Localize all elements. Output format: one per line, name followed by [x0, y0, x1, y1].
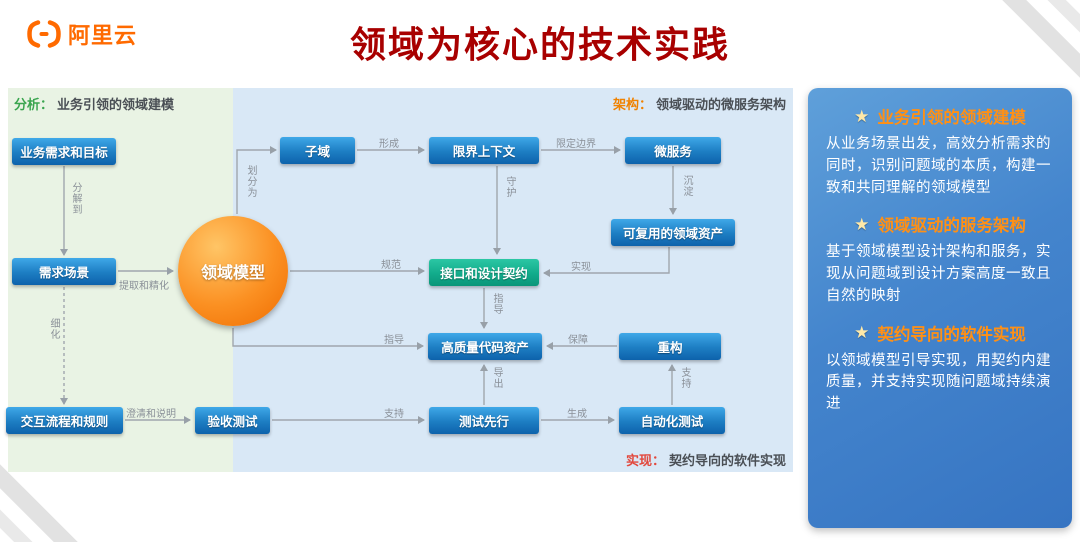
node-reusable-assets: 可复用的领域资产 [611, 219, 735, 246]
node-contract: 接口和设计契约 [429, 259, 539, 286]
node-requirement-scenarios: 需求场景 [12, 258, 116, 285]
node-acceptance-test: 验收测试 [195, 407, 270, 434]
section-name: 契约导向的软件实现 [668, 453, 786, 468]
edge-label-bound: 限定边界 [556, 139, 596, 150]
edge-label-derive: 导出 [491, 367, 502, 389]
edge-label-guide-model: 指导 [384, 335, 404, 346]
star-icon: ★ [854, 323, 870, 342]
section-label-analysis: 分析：业务引领的领域建模 [14, 94, 174, 113]
panel-item-title: 领域驱动的服务架构 [877, 217, 1026, 236]
edge-label-form: 形成 [379, 139, 399, 150]
edge-label-guide-contract: 指导 [491, 293, 502, 315]
edge-label-implement: 实现 [571, 262, 591, 273]
node-bounded-context: 限界上下文 [429, 137, 539, 164]
edge-label-clarify: 澄清和说明 [126, 409, 176, 420]
edge-label-guard: 守护 [504, 176, 515, 198]
panel-item-analysis: ★ 业务引领的领域建模 从业务场景出发，高效分析需求的同时，识别问题域的本质，构… [826, 104, 1054, 199]
node-automated-test: 自动化测试 [619, 407, 725, 434]
summary-panel: ★ 业务引领的领域建模 从业务场景出发，高效分析需求的同时，识别问题域的本质，构… [808, 88, 1072, 528]
logo-text: 阿里云 [68, 23, 138, 48]
edge-label-safeguard: 保障 [568, 335, 588, 346]
node-subdomain: 子域 [280, 137, 355, 164]
edge-label-support-refactor: 支持 [679, 367, 690, 389]
node-interaction-rules: 交互流程和规则 [6, 407, 123, 434]
star-icon: ★ [854, 214, 870, 234]
panel-item-architecture: ★ 领域驱动的服务架构 基于领域模型设计架构和服务，实现从问题域到设计方案高度一… [826, 212, 1054, 307]
node-test-first: 测试先行 [429, 407, 539, 434]
node-refactoring: 重构 [619, 333, 721, 360]
section-prefix: 分析： [14, 97, 54, 112]
edge-label-generate: 生成 [567, 409, 587, 420]
panel-item-title: 契约导向的软件实现 [877, 325, 1026, 344]
alibaba-cloud-logo: 阿里云 [26, 18, 137, 50]
section-label-implementation: 实现：契约导向的软件实现 [626, 450, 786, 469]
section-prefix: 架构： [612, 97, 652, 112]
node-business-goals: 业务需求和目标 [12, 138, 116, 165]
panel-item-body: 以领域模型引导实现，用契约内建质量，并支持实现随问题域持续演进 [826, 352, 1051, 413]
edge-label-support-test: 支持 [384, 409, 404, 420]
alibaba-cloud-logo-icon [27, 20, 61, 48]
panel-item-title: 业务引领的领域建模 [877, 109, 1026, 127]
edge-label-standardize: 规范 [381, 260, 401, 271]
section-prefix: 实现： [625, 453, 665, 468]
panel-item-body: 基于领域模型设计架构和服务，实现从问题域到设计方案高度一致且自然的映射 [826, 244, 1051, 304]
page-title: 领域为核心的技术实践 [349, 24, 730, 65]
node-code-assets: 高质量代码资产 [428, 333, 542, 360]
node-microservice: 微服务 [625, 137, 721, 164]
edge-label-settle: 沉淀 [681, 175, 692, 197]
section-name: 领域驱动的微服务架构 [655, 97, 786, 112]
node-domain-model: 领域模型 [178, 216, 288, 326]
edge-label-extract: 提取和精化 [119, 281, 169, 292]
edge-label-refine: 细化 [48, 318, 59, 340]
star-icon: ★ [854, 106, 870, 126]
panel-item-implementation: ★ 契约导向的软件实现 以领域模型引导实现，用契约内建质量，并支持实现随问题域持… [826, 321, 1054, 416]
section-name: 业务引领的领域建模 [57, 97, 175, 112]
panel-item-body: 从业务场景出发，高效分析需求的同时，识别问题域的本质，构建一致和共同理解的领域模… [826, 136, 1051, 196]
edge-label-decompose: 分解到 [70, 182, 81, 215]
edge-label-partition: 划分为 [245, 165, 256, 198]
section-label-architecture: 架构：领域驱动的微服务架构 [613, 94, 786, 113]
